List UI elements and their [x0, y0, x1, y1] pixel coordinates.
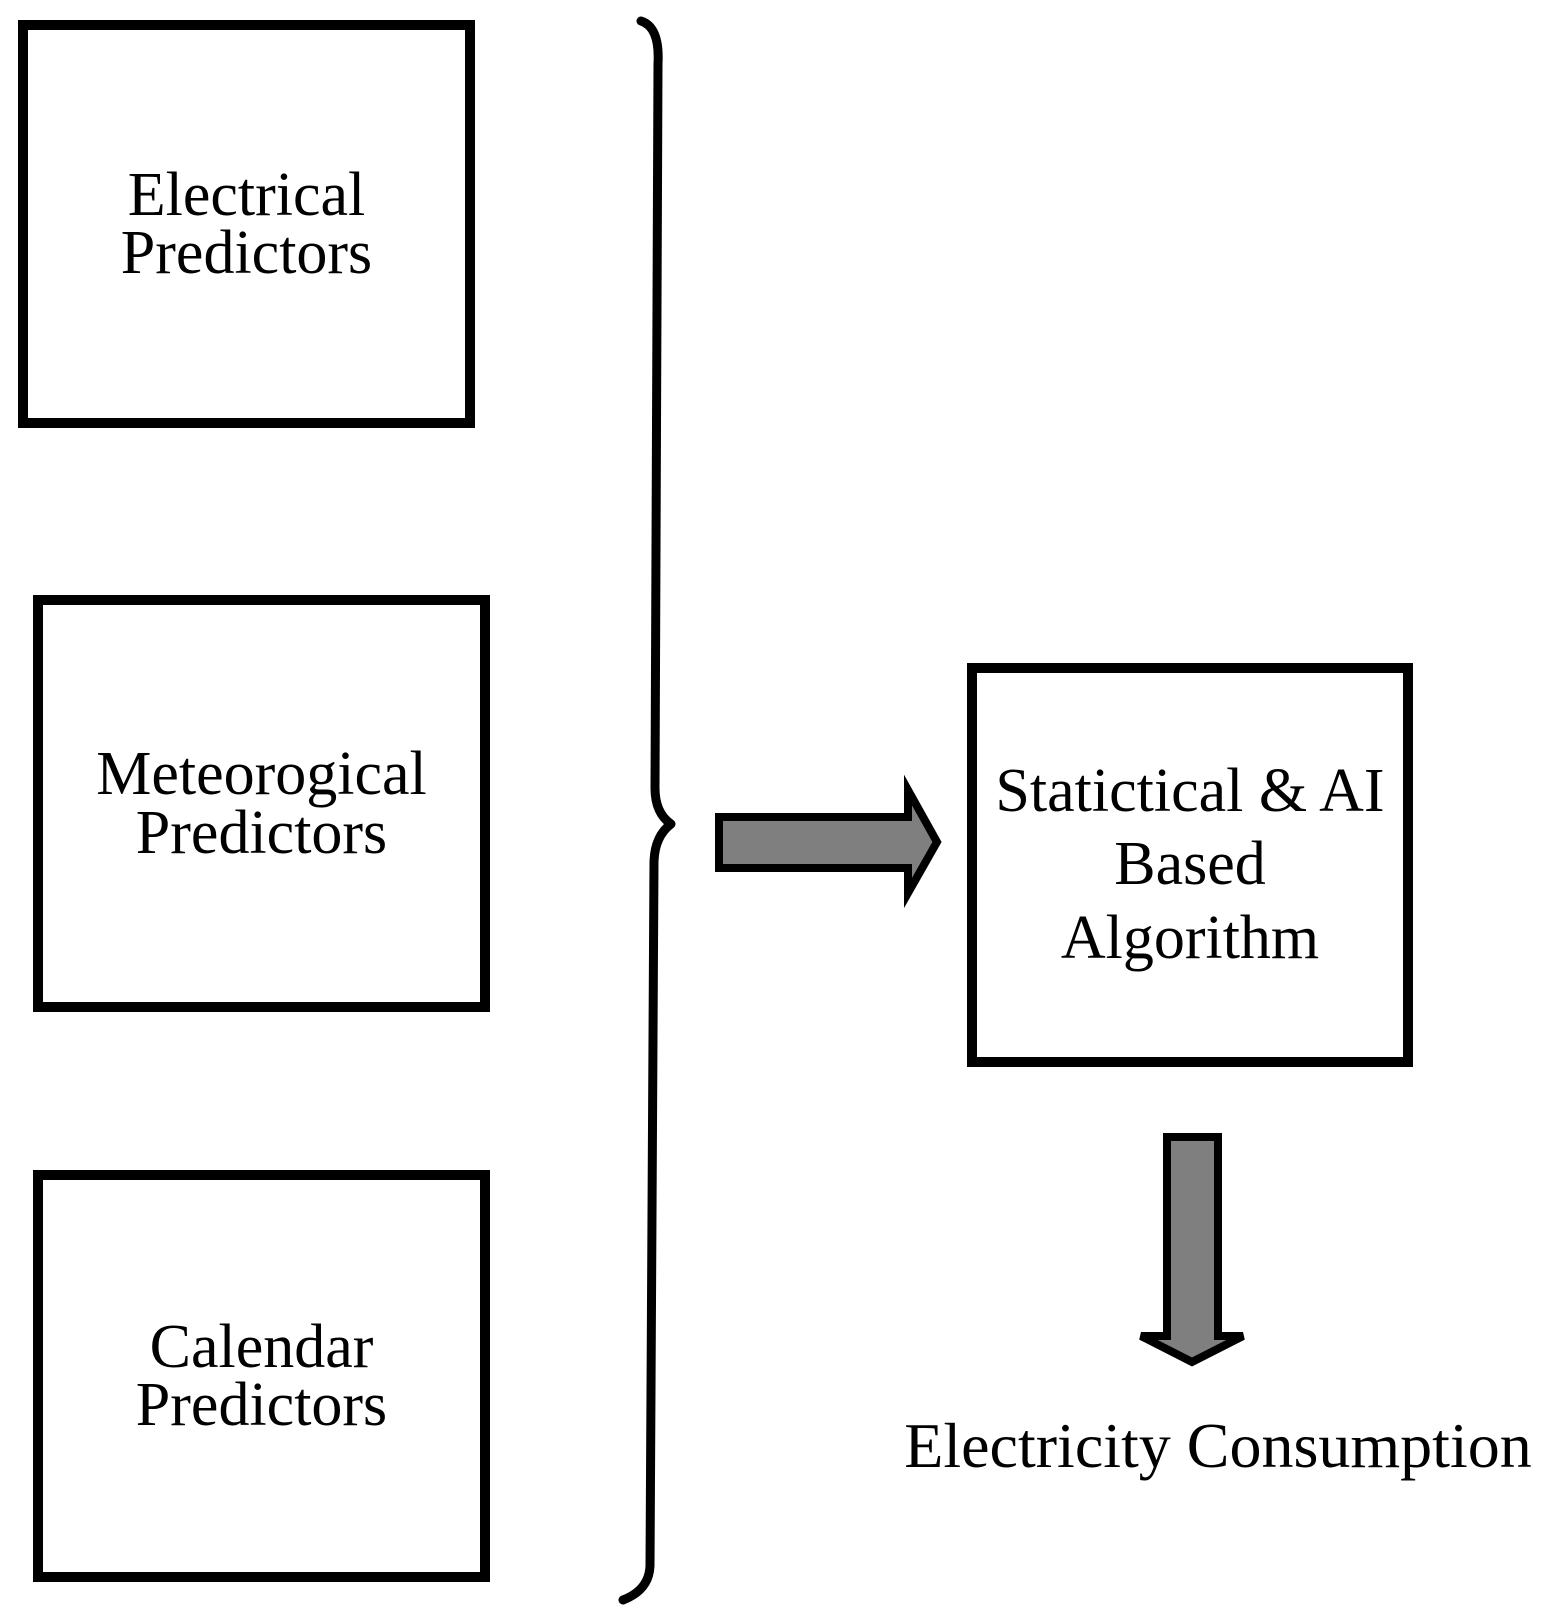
electrical-predictors-box: Electrical Predictors: [18, 20, 475, 428]
down-arrow-icon: [1139, 1133, 1245, 1367]
right-arrow-icon: [715, 774, 942, 909]
calendar-predictors-label: Calendar Predictors: [135, 1312, 388, 1439]
statistical-ai-algorithm-label: Statictical & AI Based Algorithm: [995, 757, 1385, 972]
calendar-predictors-box: Calendar Predictors: [33, 1170, 490, 1582]
meteorogical-predictors-label: Meteorogical Predictors: [96, 740, 427, 867]
electrical-predictors-label: Electrical Predictors: [120, 160, 373, 287]
statistical-ai-algorithm-box: Statictical & AI Based Algorithm: [967, 663, 1413, 1067]
meteorogical-predictors-box: Meteorogical Predictors: [33, 595, 490, 1012]
electricity-consumption-label: Electricity Consumption: [904, 1410, 1532, 1481]
grouping-brace-icon: [618, 16, 676, 1605]
